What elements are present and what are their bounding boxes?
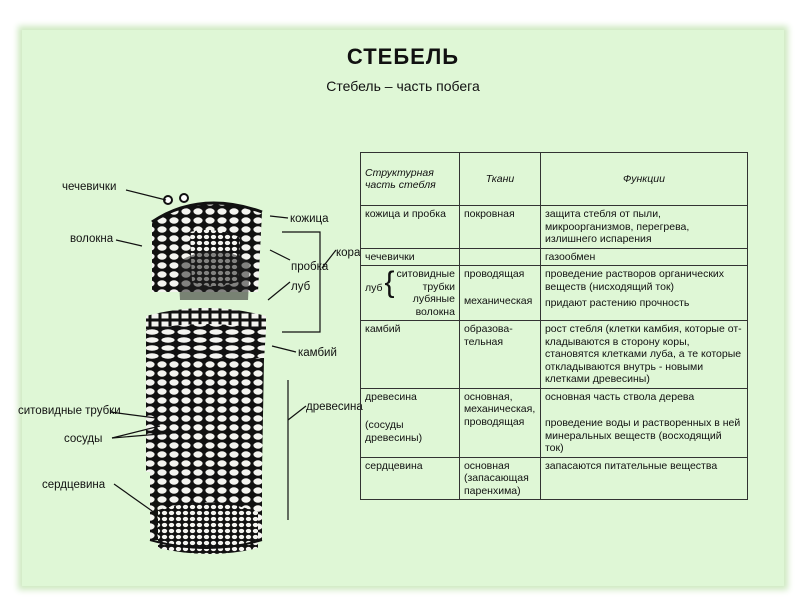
- lub-part-1: ситовидные трубки: [396, 268, 455, 293]
- label-kozhitsa: кожица: [290, 213, 329, 225]
- label-sitovidnye: ситовидные трубки: [18, 405, 121, 417]
- table-row: луб { ситовидные трубки лубяные волокна …: [360, 265, 748, 321]
- cell-part: древесина (сосуды древесины): [360, 387, 460, 458]
- label-kora: кора: [336, 247, 361, 259]
- lub-group: луб { ситовидные трубки лубяные волокна: [365, 268, 455, 318]
- stem-cross-section: [146, 193, 266, 554]
- table-row: чечевички газообмен: [360, 247, 748, 266]
- label-lub: луб: [291, 281, 311, 293]
- cell-function: запасаются питательные вещества: [539, 456, 748, 500]
- cell-part: камбий: [360, 320, 460, 389]
- stem-table: Структурная часть стебля Ткани Функции к…: [360, 152, 748, 500]
- cell-part: сердцевина: [360, 456, 460, 500]
- table-row: древесина (сосуды древесины) основная, м…: [360, 387, 748, 458]
- label-probka: пробка: [291, 261, 329, 273]
- label-kambiy: камбий: [298, 347, 337, 359]
- brace-icon: {: [384, 266, 395, 299]
- label-sosudy: сосуды: [64, 433, 102, 445]
- table-header-row: Структурная часть стебля Ткани Функции: [360, 152, 748, 206]
- header-function: Функции: [539, 152, 748, 206]
- cell-function: проведение растворов органических вещест…: [539, 265, 748, 321]
- lub-part-2: лубяные волокна: [412, 293, 455, 318]
- cell-tissue: основная, механическая, проводящая: [458, 387, 541, 458]
- table-row: кожица и пробка покровная защита стебля …: [360, 205, 748, 249]
- table-row: камбий образова- тельная рост стебля (кл…: [360, 320, 748, 389]
- lub-label: луб: [365, 282, 383, 294]
- page-title: СТЕБЕЛЬ: [346, 44, 460, 69]
- cell-tissue: покровная: [458, 205, 541, 249]
- header-tissue: Ткани: [458, 152, 541, 206]
- cell-part: кожица и пробка: [360, 205, 460, 249]
- cell-tissue: образова- тельная: [458, 320, 541, 389]
- label-serdtsevina: сердцевина: [42, 479, 106, 491]
- cell-part: луб { ситовидные трубки лубяные волокна: [360, 265, 460, 321]
- label-volokna: волокна: [70, 233, 114, 245]
- table-row: сердцевина основная (запасающая паренхим…: [360, 456, 748, 500]
- cell-function: рост стебля (клетки камбия, которые от- …: [539, 320, 748, 389]
- cell-function: защита стебля от пыли, микроорганизмов, …: [539, 205, 748, 249]
- cell-tissue: основная (запасающая паренхима): [458, 456, 541, 500]
- cell-function: основная часть ствола дерева проведение …: [539, 387, 748, 458]
- label-chechevichki: чечевички: [62, 181, 116, 193]
- page-subtitle: Стебель – часть побега: [326, 78, 480, 94]
- cell-tissue: проводящая механическая: [458, 265, 541, 321]
- label-drevesina: древесина: [306, 401, 363, 413]
- cell-tissue: [458, 247, 541, 266]
- cell-function: газообмен: [539, 247, 748, 266]
- header-part: Структурная часть стебля: [360, 152, 460, 206]
- leader-lines: [109, 189, 337, 520]
- cell-part: чечевички: [360, 247, 460, 266]
